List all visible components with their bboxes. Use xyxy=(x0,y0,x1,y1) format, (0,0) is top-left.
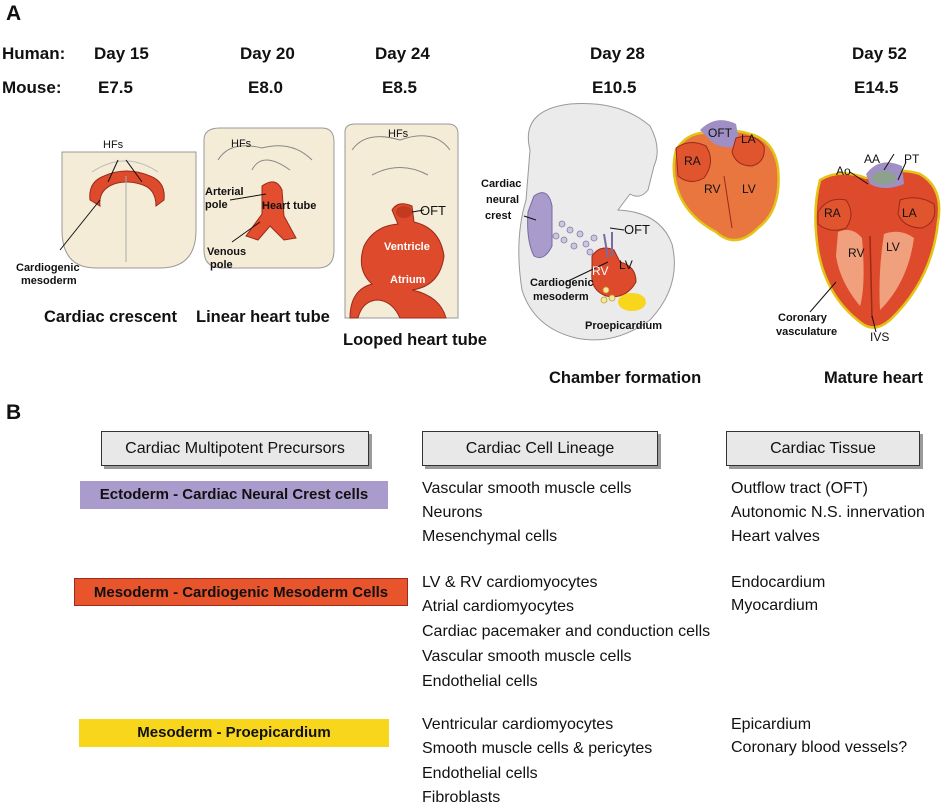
cardiogenic-mesoderm-label-1: Cardiogenic xyxy=(16,262,80,274)
rv-label-4b: RV xyxy=(704,182,721,196)
cardiac-neural-crest-label-2: neural xyxy=(486,194,520,206)
cardiac-neural-crest-label-3: crest xyxy=(485,210,512,222)
tissue-item: Autonomic N.S. innervation xyxy=(731,504,925,521)
la-label-4: LA xyxy=(741,132,756,146)
stage-3-mouse-day: E8.5 xyxy=(382,78,417,97)
arterial-pole-label-2: pole xyxy=(205,199,228,211)
embryo-illustrations xyxy=(59,103,941,341)
looped-heart-tube-illustration xyxy=(344,123,459,319)
cardiac-crescent-illustration xyxy=(59,151,197,269)
lineage-item: Endothelial cells xyxy=(422,765,538,782)
lv-label-5: LV xyxy=(886,240,900,254)
precursor-bar-proepicardium: Mesoderm - Proepicardium xyxy=(79,719,389,747)
stage-1-mouse-day: E7.5 xyxy=(98,78,133,97)
tissue-item: Endocardium xyxy=(731,574,826,591)
lineage-item: LV & RV cardiomyocytes xyxy=(422,574,598,591)
hfs-label-1: HFs xyxy=(103,139,124,151)
lineage-item: Fibroblasts xyxy=(422,789,501,806)
stage-4-caption: Chamber formation xyxy=(549,369,702,387)
stage-1-human-day: Day 15 xyxy=(94,44,149,63)
hfs-label-2: HFs xyxy=(231,138,252,150)
cardiogenic-mesoderm-label-4: mesoderm xyxy=(533,291,589,303)
chamber-formation-illustration xyxy=(518,103,675,341)
ao-label: Ao xyxy=(836,164,851,178)
oft-label-3: OFT xyxy=(420,203,446,218)
lineage-item: Cardiac pacemaker and conduction cells xyxy=(422,623,711,640)
lv-label-4b: LV xyxy=(742,182,756,196)
lv-label-4: LV xyxy=(619,258,633,272)
lineage-item: Mesenchymal cells xyxy=(422,528,558,545)
oft-label-4b: OFT xyxy=(708,126,732,140)
panel-b-letter: B xyxy=(6,401,22,424)
tissue-item: Epicardium xyxy=(731,716,812,733)
lineage-item: Vascular smooth muscle cells xyxy=(422,648,632,665)
lineage-item: Vascular smooth muscle cells xyxy=(422,480,632,497)
panel-a-letter: A xyxy=(6,2,22,25)
venous-pole-label-1: Venous xyxy=(207,246,247,258)
cardiogenic-mesoderm-label-3: Cardiogenic xyxy=(530,277,594,289)
stage-4-human-day: Day 28 xyxy=(590,44,645,63)
rv-label-4: RV xyxy=(592,264,609,278)
tissue-header: Cardiac Tissue xyxy=(726,431,920,466)
rv-label-5: RV xyxy=(848,246,865,260)
hfs-label-3: HFs xyxy=(388,128,409,140)
la-label-5: LA xyxy=(902,206,917,220)
chamber-heart-illustration xyxy=(672,120,780,242)
tissue-item: Heart valves xyxy=(731,528,820,545)
tissue-item: Outflow tract (OFT) xyxy=(731,480,868,497)
venous-pole-label-2: pole xyxy=(210,259,233,271)
ventricle-label: Ventricle xyxy=(384,241,430,253)
mature-heart-illustration xyxy=(809,153,941,333)
precursor-bar-neural-crest: Ectoderm - Cardiac Neural Crest cells xyxy=(80,481,388,509)
coronary-vasculature-label-2: vasculature xyxy=(776,326,838,338)
stage-5-caption: Mature heart xyxy=(824,369,924,387)
stage-1-caption: Cardiac crescent xyxy=(44,308,177,326)
precursors-header: Cardiac Multipotent Precursors xyxy=(101,431,369,466)
proepicardium-label: Proepicardium xyxy=(585,320,663,332)
stage-2-human-day: Day 20 xyxy=(240,44,295,63)
ivs-label: IVS xyxy=(870,330,890,344)
mouse-row-label: Mouse: xyxy=(2,78,62,97)
stage-5-human-day: Day 52 xyxy=(852,44,907,63)
tissue-item: Myocardium xyxy=(731,597,819,614)
cardiogenic-mesoderm-label-2: mesoderm xyxy=(21,275,77,287)
pt-label: PT xyxy=(904,152,920,166)
lineage-item: Endothelial cells xyxy=(422,673,538,690)
stage-3-caption: Looped heart tube xyxy=(343,331,487,349)
linear-heart-tube-illustration xyxy=(203,127,335,269)
tissue-item: Coronary blood vessels? xyxy=(731,739,908,756)
aa-label: AA xyxy=(864,152,881,166)
arterial-pole-label-1: Arterial xyxy=(205,186,244,198)
stage-3-human-day: Day 24 xyxy=(375,44,430,63)
human-row-label: Human: xyxy=(2,44,66,63)
stage-2-caption: Linear heart tube xyxy=(196,308,330,326)
ra-label-5: RA xyxy=(824,206,841,220)
ra-label-4: RA xyxy=(684,154,701,168)
coronary-vasculature-label-1: Coronary xyxy=(778,312,827,324)
heart-tube-label: Heart tube xyxy=(262,200,317,212)
lineage-item: Atrial cardiomyocytes xyxy=(422,598,575,615)
cardiac-neural-crest-label-1: Cardiac xyxy=(481,178,522,190)
stage-5-mouse-day: E14.5 xyxy=(854,78,899,97)
atrium-label: Atrium xyxy=(390,274,426,286)
lineage-item: Ventricular cardiomyocytes xyxy=(422,716,614,733)
stage-4-mouse-day: E10.5 xyxy=(592,78,637,97)
precursor-bar-cardiogenic-mesoderm: Mesoderm - Cardiogenic Mesoderm Cells xyxy=(74,578,408,606)
lineage-item: Neurons xyxy=(422,504,483,521)
lineage-header: Cardiac Cell Lineage xyxy=(422,431,658,466)
lineage-item: Smooth muscle cells & pericytes xyxy=(422,740,653,757)
stage-2-mouse-day: E8.0 xyxy=(248,78,283,97)
oft-label-4: OFT xyxy=(624,222,650,237)
